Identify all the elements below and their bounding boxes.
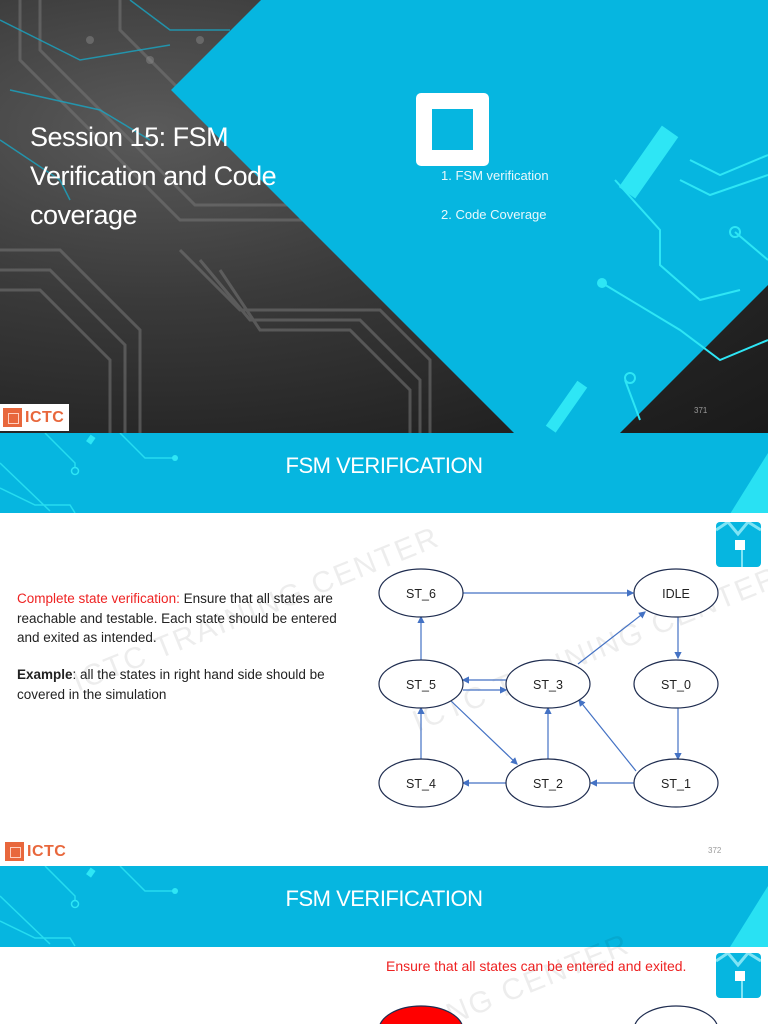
svg-text:ST_3: ST_3 xyxy=(533,678,563,692)
square-frame-icon xyxy=(416,93,489,166)
state-idle xyxy=(634,1005,718,1024)
circuit-decoration xyxy=(545,125,768,433)
svg-text:ST_1: ST_1 xyxy=(661,777,691,791)
corner-logo-icon xyxy=(716,953,761,998)
svg-text:ST_0: ST_0 xyxy=(661,678,691,692)
example-paragraph: Example: all the states in right hand si… xyxy=(17,667,325,702)
state-st2 xyxy=(505,758,591,808)
fsm-state-diagram: ST_6 IDLE ST_5 ST_3 ST_0 ST_4 ST_2 ST_1 xyxy=(378,568,719,808)
state-st3 xyxy=(505,659,591,709)
state-st1 xyxy=(633,758,719,808)
circuit-decoration xyxy=(0,866,768,947)
state-idle xyxy=(633,568,719,618)
svg-text:ST_4: ST_4 xyxy=(406,777,436,791)
svg-text:ST_6: ST_6 xyxy=(406,587,436,601)
page-number: 371 xyxy=(694,406,708,415)
ictc-logo: ICTC xyxy=(0,404,69,431)
page-number: 372 xyxy=(708,846,722,855)
corner-logo-icon xyxy=(716,522,761,567)
chip-icon xyxy=(5,842,24,861)
slide-header-band: FSM VERIFICATION xyxy=(0,433,768,514)
state-st6 xyxy=(378,568,464,618)
state-st6-highlighted xyxy=(379,1005,463,1024)
ictc-logo: ICTC xyxy=(2,838,71,865)
state-verification-paragraph: Complete state verification: Ensure that… xyxy=(17,591,337,645)
state-st4 xyxy=(378,758,464,808)
agenda-item-fsm-verification: 1. FSM verification xyxy=(441,168,549,183)
highlight-text: Ensure that all states can be entered an… xyxy=(386,958,687,974)
slide-title: FSM VERIFICATION xyxy=(285,453,483,478)
slide-header-band: FSM VERIFICATION xyxy=(0,866,768,947)
accent-diamond xyxy=(0,0,768,433)
state-st5 xyxy=(378,659,464,709)
agenda-item-code-coverage: 2. Code Coverage xyxy=(441,207,547,222)
example-label: Example xyxy=(17,667,73,682)
definition-label: Complete state verification: xyxy=(17,591,180,606)
slide-title: FSM VERIFICATION xyxy=(285,886,483,911)
title-slide: Session 15: FSM Verification and Code co… xyxy=(0,0,768,433)
state-st0 xyxy=(633,659,719,709)
session-title: Session 15: FSM Verification and Code co… xyxy=(30,122,277,230)
svg-text:IDLE: IDLE xyxy=(662,587,690,601)
svg-text:ST_2: ST_2 xyxy=(533,777,563,791)
svg-text:ST_5: ST_5 xyxy=(406,678,436,692)
circuit-decoration xyxy=(0,433,768,514)
fsm-state-diagram-partial xyxy=(379,1005,718,1024)
chip-icon xyxy=(3,408,22,427)
